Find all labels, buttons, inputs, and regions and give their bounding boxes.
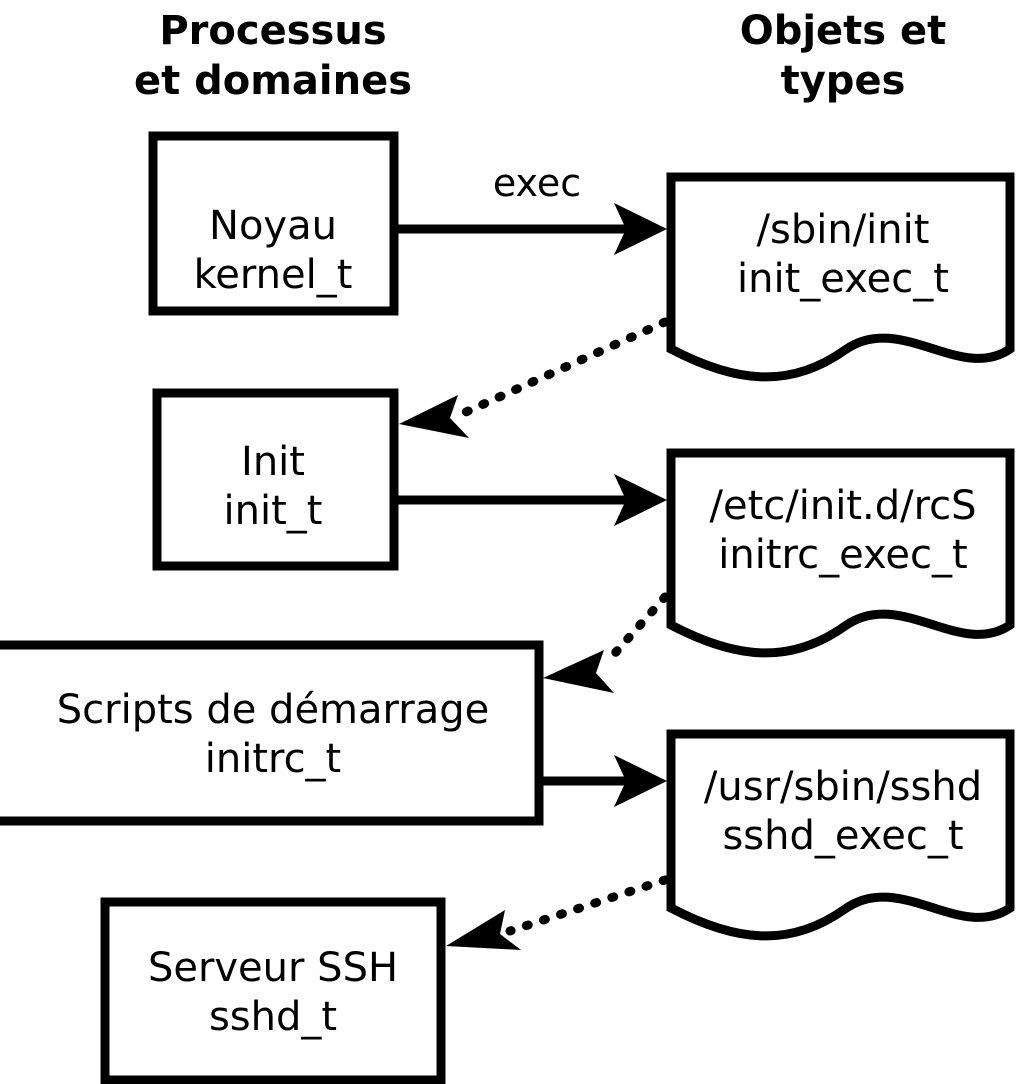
edge-sshd-exec-to-sshd <box>446 875 670 950</box>
edge-label-exec: exec <box>493 161 581 205</box>
node-initrc-exec-line1: /etc/init.d/rcS <box>709 483 976 529</box>
node-initrc-line1: Scripts de démarrage <box>57 687 489 733</box>
node-init-exec-line1: /sbin/init <box>757 207 930 253</box>
column-header-left: Processus et domaines <box>134 8 412 104</box>
node-sshd-exec[interactable]: /usr/sbin/sshd sshd_exec_t <box>666 729 1015 941</box>
node-initrc[interactable]: Scripts de démarrage initrc_t <box>0 640 544 826</box>
node-init-line1: Init <box>241 439 305 485</box>
node-init-exec-line2: init_exec_t <box>737 256 949 302</box>
arrow-head-init-exec <box>614 474 667 526</box>
edge-initrc-to-sshd-exec <box>543 755 667 807</box>
edge-kernel-to-init-exec: exec <box>398 161 667 255</box>
node-initrc-line2: initrc_t <box>205 736 342 782</box>
right-header-line1: Objets et <box>740 8 947 54</box>
node-sshd-line2: sshd_t <box>209 994 337 1040</box>
node-kernel-line2: kernel_t <box>194 252 353 298</box>
column-header-right: Objets et types <box>740 8 947 104</box>
node-init-line2: init_t <box>224 488 323 534</box>
edge-line-sshd-transition <box>505 875 670 936</box>
node-init-exec-file-shape[interactable] <box>666 172 1015 382</box>
arrow-head-initrc-exec <box>614 755 667 807</box>
arrow-head-kernel-exec <box>614 203 667 255</box>
left-header-line2: et domaines <box>134 58 412 104</box>
edge-init-exec-to-init <box>399 317 670 438</box>
arrow-head-sshd-transition <box>446 910 521 950</box>
edge-line-initrc-transition <box>603 592 670 666</box>
arrow-head-initrc-transition <box>543 650 614 693</box>
node-sshd-box[interactable] <box>100 897 446 1084</box>
node-initrc-exec[interactable]: /etc/init.d/rcS initrc_exec_t <box>666 448 1015 658</box>
node-init[interactable]: Init init_t <box>152 388 399 571</box>
edge-init-to-initrc-exec <box>398 474 667 526</box>
node-init-box[interactable] <box>152 388 399 571</box>
node-kernel[interactable]: Noyau kernel_t <box>148 131 399 316</box>
node-kernel-box[interactable] <box>148 131 399 316</box>
node-initrc-exec-line2: initrc_exec_t <box>718 532 967 578</box>
edge-initrc-exec-to-initrc <box>543 592 670 693</box>
node-initrc-exec-file-shape[interactable] <box>666 448 1015 658</box>
right-header-line2: types <box>781 58 906 104</box>
node-sshd-exec-line2: sshd_exec_t <box>722 813 963 859</box>
node-sshd-line1: Serveur SSH <box>148 945 398 991</box>
node-sshd-exec-file-shape[interactable] <box>666 729 1015 941</box>
edge-line-init-transition <box>461 317 670 417</box>
node-kernel-line1: Noyau <box>209 203 337 249</box>
node-init-exec[interactable]: /sbin/init init_exec_t <box>666 172 1015 382</box>
arrow-head-init-transition <box>399 395 469 438</box>
node-sshd[interactable]: Serveur SSH sshd_t <box>100 897 446 1084</box>
node-initrc-box[interactable] <box>0 640 544 826</box>
left-header-line1: Processus <box>159 8 386 54</box>
node-sshd-exec-line1: /usr/sbin/sshd <box>704 764 982 810</box>
